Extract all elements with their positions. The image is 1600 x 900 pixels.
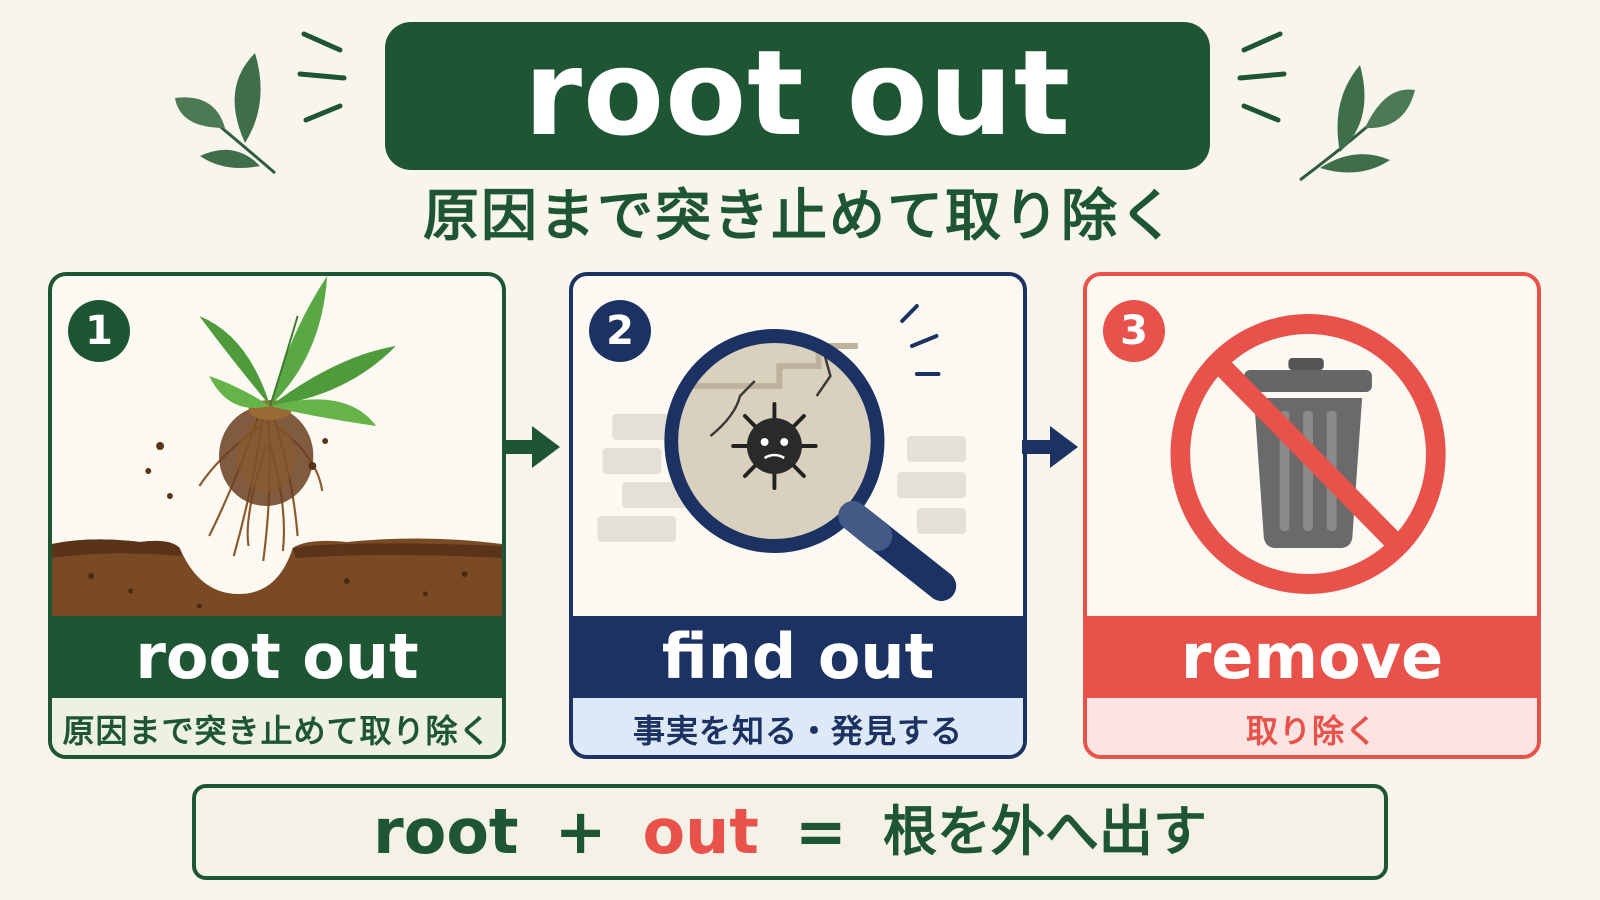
step-label: find out (573, 616, 1023, 698)
no-trash-icon (1170, 314, 1446, 594)
step-label: root out (52, 616, 502, 698)
formula-out: out (642, 795, 759, 868)
right-emphasis-rays-icon (1237, 31, 1287, 123)
step-number-badge: 1 (68, 300, 130, 362)
step-meaning: 取り除く (1087, 698, 1537, 755)
step-meaning: 事実を知る・発見する (573, 698, 1023, 755)
step-meaning: 原因まで突き止めて取り除く (52, 698, 502, 755)
step-card-2: 2 find out 事実を知る・発見する (569, 272, 1027, 759)
uprooted-plant-icon (52, 276, 502, 616)
left-leaf-icon (175, 53, 276, 175)
step-label: remove (1087, 616, 1537, 698)
formula-plus: + (554, 795, 607, 868)
formula-equals: = (794, 795, 847, 868)
step-number-badge: 3 (1103, 300, 1165, 362)
step-number-badge: 2 (589, 300, 651, 362)
page-title: root out (523, 24, 1072, 162)
formula-result: 根を外へ出す (882, 800, 1207, 863)
arrow-right-icon (502, 426, 560, 468)
magnifying-glass-germ-icon (597, 304, 967, 601)
step-card-3: 3 remove 取り除く (1083, 272, 1541, 759)
formula-box: root + out = 根を外へ出す (192, 784, 1388, 880)
title-banner: root out (385, 22, 1210, 170)
right-leaf-icon (1299, 65, 1415, 182)
left-emphasis-rays-icon (297, 31, 347, 123)
arrow-right-icon (1022, 426, 1078, 468)
page-subtitle: 原因まで突き止めて取り除く (423, 184, 1177, 249)
step-card-1: 1 root out 原因まで突き止めて取り除く (48, 272, 506, 759)
formula-root: root (373, 795, 519, 868)
